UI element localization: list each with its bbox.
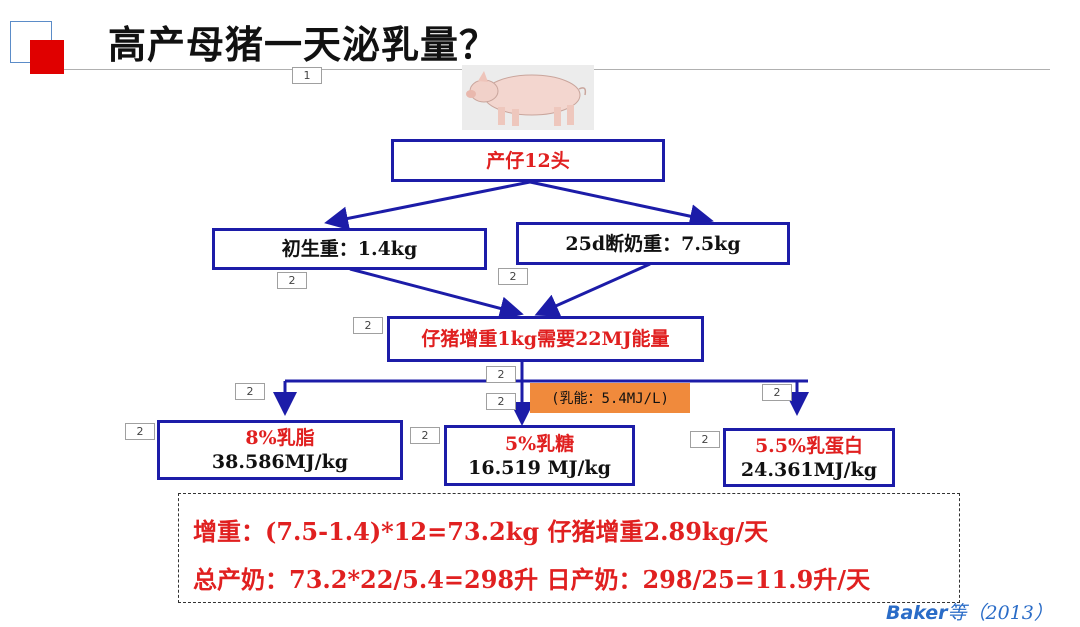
node-litter-size: 产仔12头 (391, 139, 665, 182)
step-tag: 2 (762, 384, 792, 401)
step-tag: 2 (486, 366, 516, 383)
summary-box: 增重：(7.5-1.4)*12=73.2kg 仔猪增重2.89kg/天 总产奶：… (178, 493, 960, 603)
arrow-to-birth-weight (324, 180, 531, 231)
logo-red-square (30, 40, 64, 74)
summary-weight-gain: 增重：(7.5-1.4)*12=73.2kg 仔猪增重2.89kg/天 (193, 517, 769, 546)
arrow-weaning-to-energy (534, 262, 651, 317)
node-energy-need: 仔猪增重1kg需要22MJ能量 (387, 316, 704, 362)
node-litter-size-label: 产仔12头 (486, 149, 570, 172)
node-milk-protein-title: 5.5%乳蛋白 (754, 434, 864, 457)
node-milk-protein: 5.5%乳蛋白 24.361MJ/kg (723, 428, 895, 487)
step-tag: 2 (690, 431, 720, 448)
node-energy-need-label: 仔猪增重1kg需要22MJ能量 (421, 328, 670, 350)
page-title: 高产母猪一天泌乳量？ (108, 23, 499, 67)
node-weaning-weight: 25d断奶重：7.5kg (516, 222, 790, 265)
step-tag: 2 (353, 317, 383, 334)
node-milk-protein-value: 24.361MJ/kg (740, 458, 878, 481)
citation-author: Baker (886, 602, 948, 624)
arrow-birth-to-energy (349, 267, 524, 321)
node-weaning-weight-label: 25d断奶重：7.5kg (565, 232, 741, 255)
step-tag: 2 (410, 427, 440, 444)
citation: Baker等（2013） (886, 598, 1053, 625)
node-lactose-value: 16.519 MJ/kg (468, 456, 611, 479)
step-tag: 2 (486, 393, 516, 410)
node-birth-weight-label: 初生重：1.4kg (281, 238, 418, 260)
pig-image (462, 65, 594, 130)
node-milk-fat-value: 38.586MJ/kg (211, 451, 349, 473)
node-milk-fat-title: 8%乳脂 (245, 427, 315, 449)
node-birth-weight: 初生重：1.4kg (212, 228, 487, 270)
step-tag: 2 (277, 272, 307, 289)
step-tag: 2 (235, 383, 265, 400)
step-tag: 2 (498, 268, 528, 285)
summary-milk-yield: 总产奶：73.2*22/5.4=298升 日产奶：298/25=11.9升/天 (193, 565, 871, 594)
arrow-to-weaning-weight (529, 180, 714, 228)
node-lactose: 5%乳糖 16.519 MJ/kg (444, 425, 635, 486)
page-tag: 1 (292, 67, 322, 84)
node-lactose-title: 5%乳糖 (504, 432, 575, 455)
milk-energy-label: (乳能：5.4MJ/L) (530, 383, 690, 413)
step-tag: 2 (125, 423, 155, 440)
citation-year: 等（2013） (947, 602, 1053, 624)
node-milk-fat: 8%乳脂 38.586MJ/kg (157, 420, 403, 480)
